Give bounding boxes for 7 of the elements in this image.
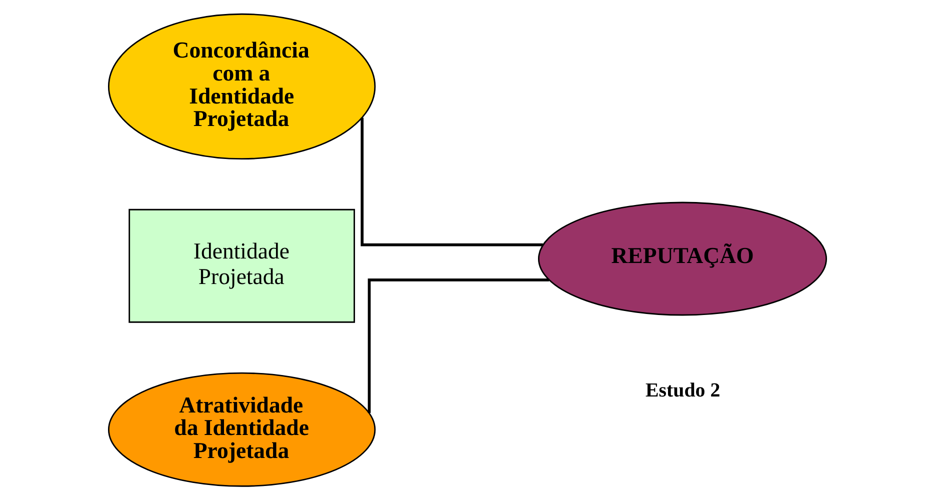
node-ellipse: Atratividade da Identidade Projetada: [107, 372, 376, 487]
node-ellipse: REPUTAÇÃO: [537, 202, 827, 316]
label: Estudo 2: [644, 379, 720, 402]
node-ellipse: Concordância com a Identidade Projetada: [107, 13, 376, 160]
connector: [360, 118, 542, 246]
connector: [367, 278, 549, 414]
node-box: Identidade Projetada: [128, 208, 355, 323]
